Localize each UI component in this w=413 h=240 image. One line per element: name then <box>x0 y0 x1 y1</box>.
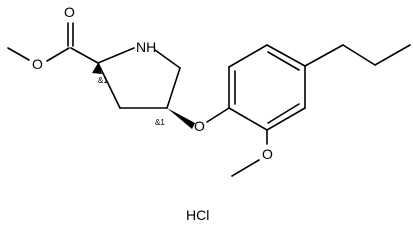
bond-n-c5 <box>154 49 181 69</box>
ring-bond-3 <box>266 44 306 67</box>
propyl-chain <box>304 44 411 67</box>
bond-methoxy-o-methyl <box>231 159 260 177</box>
bond-carbonyl-c2 <box>70 47 99 64</box>
structure-diagram: O O NH &1 &1 O O <box>7 4 411 223</box>
bond-o-carbonyl-c <box>46 47 70 62</box>
pyrrolidine-ring: NH &1 &1 <box>92 39 195 129</box>
wedge-bond-c4-o <box>167 108 195 129</box>
methoxy-group: O <box>231 129 273 177</box>
stereo-label-c2: &1 <box>98 76 108 85</box>
ring-bond-6 <box>228 107 268 131</box>
ring-bond-5 <box>266 107 306 131</box>
benzene-ring <box>228 44 306 131</box>
ester-group: O O <box>7 4 99 72</box>
aryl-ether: O <box>194 107 230 134</box>
ring-inner-bond-c <box>267 103 300 124</box>
methoxy-oxygen-label: O <box>262 146 273 162</box>
bond-c5-c4 <box>166 67 181 109</box>
carbonyl-oxygen-label: O <box>64 4 75 20</box>
ring-nitrogen-label: NH <box>136 39 156 55</box>
salt-label: HCl <box>186 207 209 223</box>
bond-propyl-2 <box>342 44 376 66</box>
bond-methyl-o <box>7 47 30 61</box>
ring-bond-2 <box>228 44 268 68</box>
ester-oxygen-label: O <box>32 56 43 72</box>
wedge-bond-c2 <box>92 63 102 74</box>
ether-oxygen-label: O <box>194 118 205 134</box>
bond-c3-c2 <box>97 62 121 109</box>
bond-c2-n <box>97 47 135 64</box>
ring-inner-bond-b <box>267 51 300 71</box>
bond-o-aryl <box>206 107 230 123</box>
stereo-label-c4: &1 <box>155 118 165 127</box>
bond-propyl-1 <box>304 44 344 67</box>
bond-propyl-3 <box>374 44 411 66</box>
